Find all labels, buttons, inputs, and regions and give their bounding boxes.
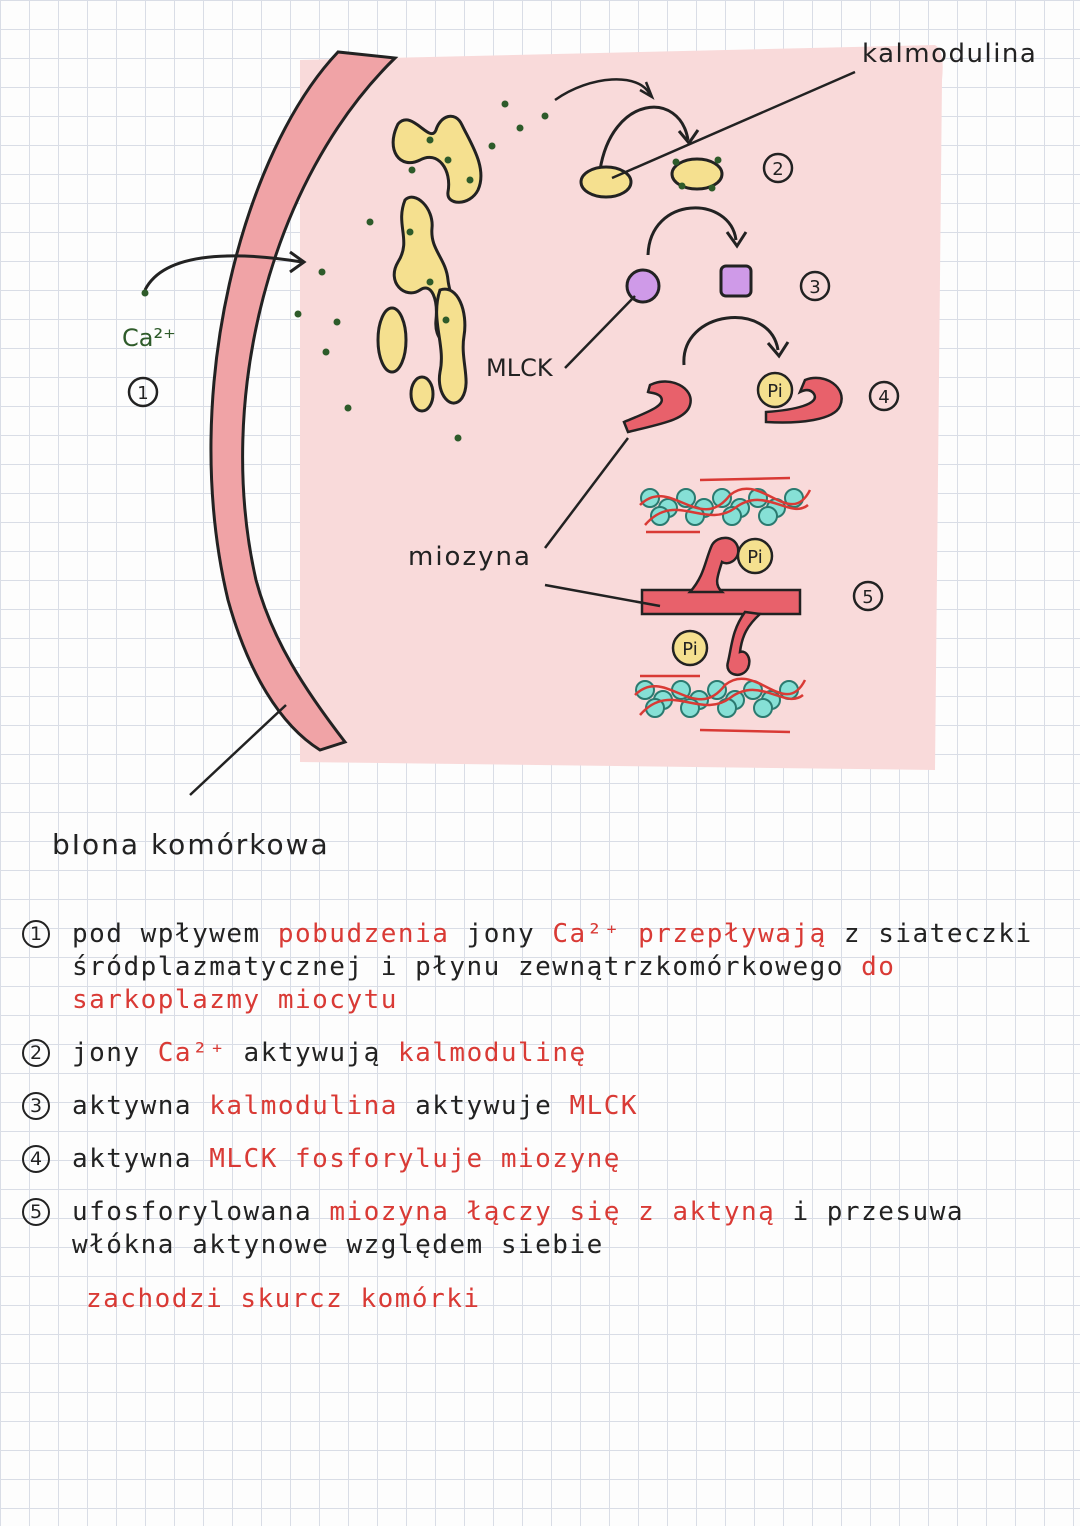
svg-text:5: 5: [862, 587, 873, 608]
highlighted-term: MLCK: [569, 1091, 639, 1121]
calcium-ion-dot: [141, 289, 149, 297]
note-text: i przesuwa włókna aktynowe względem sieb…: [72, 1197, 964, 1260]
svg-text:1: 1: [137, 383, 148, 404]
mlck-pointer-line: [564, 295, 636, 369]
note-step-text: aktywna kalmodulina aktywuje MLCK: [72, 1090, 638, 1123]
calcium-entry-curve: [554, 78, 652, 102]
note-text: aktywna: [72, 1144, 210, 1174]
phosphate-step4-label: Pi: [767, 381, 782, 402]
calcium-entry-arrow: [143, 254, 303, 291]
note-text: ufosforylowana: [72, 1197, 330, 1227]
step-number-5: 5: [852, 580, 884, 612]
note-text: aktywują: [226, 1038, 398, 1068]
step3-arrow: [646, 206, 738, 256]
myosin-head-phosphorylated: [764, 376, 843, 424]
note-step-3: 3 aktywna kalmodulina aktywuje MLCK: [22, 1090, 1062, 1123]
calmodulin-inactive: [579, 165, 633, 199]
svg-text:2: 2: [772, 159, 783, 180]
note-step-number: 5: [22, 1198, 50, 1226]
highlighted-term: MLCK fosforyluje miozynę: [209, 1144, 621, 1174]
actin-filament-top: [639, 476, 812, 534]
note-step-number: 2: [22, 1039, 50, 1067]
phosphate-step5-top: [736, 537, 774, 575]
highlighted-term: kalmodulina: [209, 1091, 398, 1121]
smooth-muscle-contraction-diagram: Pi Pi Pi 1 2: [52, 39, 1037, 861]
label-calcium: Ca²⁺: [122, 324, 176, 352]
label-cell-membrane: bIona komórkowa: [52, 828, 330, 861]
calcium-entry-curve-head: [639, 81, 655, 100]
myosin-pointer-line-upper: [544, 437, 629, 549]
calcium-ions: [294, 100, 549, 442]
mlck-inactive: [625, 268, 661, 304]
highlighted-term: Ca²⁺ przepływają: [552, 919, 827, 949]
note-step-text: ufosforylowana miozyna łączy się z aktyn…: [72, 1196, 1062, 1262]
note-text: aktywna: [72, 1091, 210, 1121]
highlighted-term: pobudzenia: [277, 919, 450, 949]
note-text: jony: [72, 1038, 158, 1068]
step3-arrowhead: [725, 231, 748, 249]
label-kalmodulina: kalmodulina: [862, 39, 1037, 69]
step2-arrow: [598, 105, 690, 171]
highlighted-term: miozyna łączy się z aktyną: [329, 1197, 776, 1227]
note-step-number: 1: [22, 920, 50, 948]
note-step-1: 1 pod wpływem pobudzenia jony Ca²⁺ przepł…: [22, 918, 1062, 1017]
note-text: aktywuje: [397, 1091, 570, 1121]
phosphate-step5-bottom: [671, 629, 709, 667]
note-text: jony: [449, 919, 553, 949]
svg-text:4: 4: [878, 387, 889, 408]
explanation-notes: 1 pod wpływem pobudzenia jony Ca²⁺ przepł…: [22, 918, 1062, 1314]
highlighted-term: kalmodulinę: [397, 1038, 587, 1068]
step4-arrow: [682, 316, 780, 366]
note-step-4: 4 aktywna MLCK fosforyluje miozynę: [22, 1143, 1062, 1176]
svg-text:3: 3: [809, 277, 820, 298]
note-step-text: pod wpływem pobudzenia jony Ca²⁺ przepły…: [72, 918, 1062, 1017]
step-number-4: 4: [868, 380, 900, 412]
cell-membrane: [209, 50, 399, 752]
note-step-text: aktywna MLCK fosforyluje miozynę: [72, 1143, 621, 1176]
step-number-1: 1: [127, 376, 159, 408]
note-step-text: jony Ca²⁺ aktywują kalmodulinę: [72, 1037, 587, 1070]
myosin-head-unphosphorylated: [622, 380, 692, 434]
myosin-filament: [640, 536, 802, 677]
step2-arrowhead: [677, 129, 700, 146]
step4-arrowhead: [766, 341, 790, 359]
calmodulin-active: [670, 157, 724, 191]
note-text: pod wpływem: [72, 919, 278, 949]
membrane-pointer-line: [189, 704, 287, 796]
note-text: z siateczki śródplazmatycznej i płynu ze…: [72, 919, 1033, 982]
calcium-entry-arrowhead: [289, 250, 307, 274]
step-number-2: 2: [762, 152, 794, 184]
myosin-pointer-line-lower: [544, 583, 661, 608]
highlighted-term: Ca²⁺: [157, 1038, 227, 1068]
calmodulin-pointer-line: [611, 70, 856, 180]
step-number-3: 3: [799, 270, 831, 302]
highlighted-term: do sarkoplazmy miocytu: [72, 952, 896, 1015]
note-step-5: 5 ufosforylowana miozyna łączy się z akty…: [22, 1196, 1062, 1262]
conclusion-text: zachodzi skurcz komórki: [86, 1284, 481, 1314]
calmodulin-bound-calcium: [672, 156, 722, 192]
label-mlck: MLCK: [486, 354, 554, 382]
actin-filament-bottom: [634, 674, 807, 734]
phosphate-step4: [756, 371, 794, 409]
phosphate-step5-top-label: Pi: [747, 547, 762, 568]
mlck-active: [719, 264, 753, 298]
note-step-2: 2 jony Ca²⁺ aktywują kalmodulinę: [22, 1037, 1062, 1070]
label-miozyna: miozyna: [408, 542, 532, 572]
sarcoplasmic-reticulum: [376, 114, 483, 413]
note-step-number: 4: [22, 1145, 50, 1173]
phosphate-step5-bottom-label: Pi: [682, 639, 697, 660]
note-step-number: 3: [22, 1092, 50, 1120]
